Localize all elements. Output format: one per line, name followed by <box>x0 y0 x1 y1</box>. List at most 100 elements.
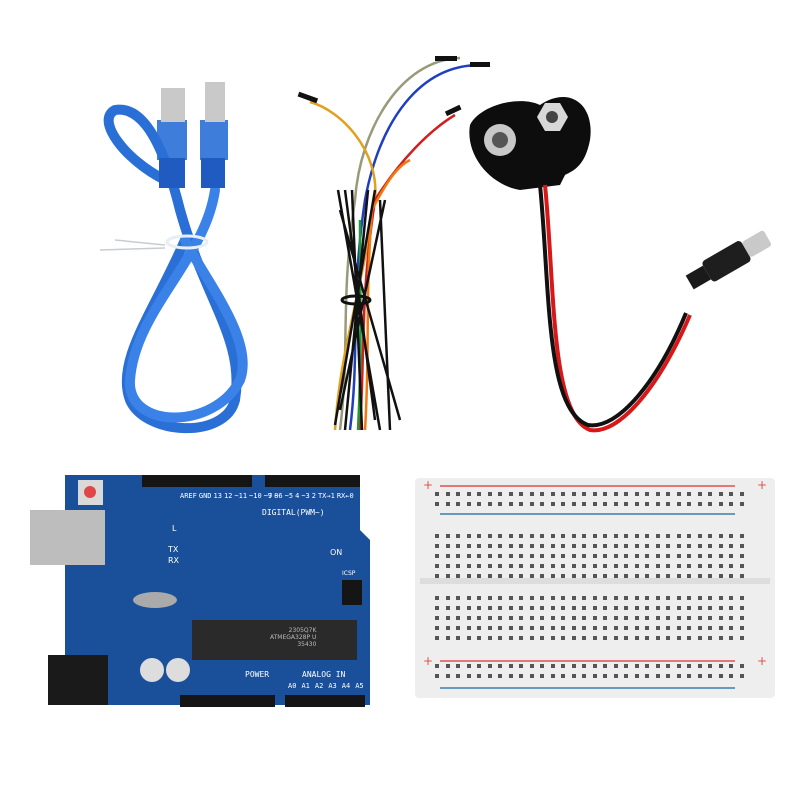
pin-label: ~10 <box>249 492 262 500</box>
led-tx-label: TX <box>168 545 179 554</box>
breadboard-hole <box>729 626 733 630</box>
breadboard-hole <box>634 574 639 578</box>
breadboard-hole <box>561 674 565 678</box>
breadboard-hole <box>697 544 702 548</box>
breadboard-hole <box>477 664 481 668</box>
breadboard-hole <box>666 616 670 620</box>
breadboard-hole <box>519 606 523 610</box>
breadboard-hole <box>655 636 660 640</box>
breadboard-hole <box>697 606 702 610</box>
breadboard-hole <box>624 574 628 578</box>
usb-cable <box>95 80 275 440</box>
breadboard-hole <box>435 492 439 496</box>
power-label: POWER <box>245 670 270 679</box>
breadboard-hole <box>729 502 733 506</box>
breadboard-hole <box>592 596 597 600</box>
breadboard-hole <box>687 574 691 578</box>
chip-text: 2305Q7K ATMEGA328P U 35430 <box>270 627 317 648</box>
breadboard-hole <box>634 564 639 568</box>
breadboard-hole <box>477 626 481 630</box>
jumper-wires-icon <box>297 56 490 431</box>
breadboard-hole <box>487 502 492 506</box>
breadboard-hole <box>645 574 649 578</box>
breadboard-hole <box>708 606 712 610</box>
analog-pin: A3 <box>328 682 337 690</box>
pin-label: 8 <box>274 492 279 500</box>
breadboard-hole <box>508 616 513 620</box>
breadboard-hole <box>603 544 607 548</box>
breadboard-hole <box>519 544 523 548</box>
breadboard-hole <box>687 596 691 600</box>
breadboard-hole <box>708 674 712 678</box>
breadboard-hole <box>508 636 513 640</box>
breadboard-hole <box>634 664 639 668</box>
breadboard-hole <box>529 636 534 640</box>
breadboard-hole <box>624 492 628 496</box>
breadboard-hole <box>645 554 649 558</box>
breadboard-hole <box>487 564 492 568</box>
breadboard-hole <box>445 574 450 578</box>
breadboard-hole <box>729 574 733 578</box>
breadboard-hole <box>456 564 460 568</box>
breadboard-hole <box>697 626 702 630</box>
breadboard-hole <box>477 534 481 538</box>
breadboard-hole <box>676 626 681 630</box>
breadboard-hole <box>676 492 681 496</box>
breadboard-hole <box>603 554 607 558</box>
breadboard-hole <box>729 564 733 568</box>
breadboard-hole <box>624 606 628 610</box>
breadboard-hole <box>456 492 460 496</box>
breadboard-hole <box>529 492 534 496</box>
breadboard-hole <box>477 636 481 640</box>
breadboard-hole <box>529 626 534 630</box>
breadboard-hole <box>487 616 492 620</box>
breadboard-hole <box>645 534 649 538</box>
pin-label: 13 <box>213 492 222 500</box>
breadboard-hole <box>477 502 481 506</box>
breadboard-hole <box>666 674 670 678</box>
breadboard-hole <box>739 534 744 538</box>
breadboard-hole <box>498 554 502 558</box>
breadboard-hole <box>529 606 534 610</box>
digital-label: DIGITAL(PWM~) <box>262 508 325 517</box>
breadboard-hole <box>739 616 744 620</box>
breadboard-hole <box>487 636 492 640</box>
breadboard-hole <box>708 554 712 558</box>
breadboard-hole <box>645 626 649 630</box>
breadboard-hole <box>592 626 597 630</box>
breadboard-hole <box>666 574 670 578</box>
breadboard-hole <box>571 554 576 558</box>
breadboard-hole <box>655 554 660 558</box>
breadboard-hole <box>519 534 523 538</box>
breadboard-hole <box>445 492 450 496</box>
breadboard-hole <box>624 554 628 558</box>
breadboard-hole <box>729 554 733 558</box>
breadboard-hole <box>645 564 649 568</box>
breadboard-hole <box>571 606 576 610</box>
breadboard-hole <box>540 534 544 538</box>
breadboard-hole <box>571 544 576 548</box>
breadboard-hole <box>529 544 534 548</box>
breadboard-hole <box>603 564 607 568</box>
breadboard-hole <box>498 544 502 548</box>
breadboard-hole <box>697 674 702 678</box>
breadboard-hole <box>529 574 534 578</box>
breadboard-hole <box>561 534 565 538</box>
breadboard-hole <box>655 574 660 578</box>
breadboard-hole <box>508 606 513 610</box>
breadboard-hole <box>456 502 460 506</box>
breadboard-hole <box>708 616 712 620</box>
breadboard-hole <box>435 554 439 558</box>
breadboard-hole <box>624 636 628 640</box>
breadboard-hole <box>571 596 576 600</box>
breadboard-hole <box>519 574 523 578</box>
breadboard-hole <box>582 606 586 610</box>
breadboard-hole <box>603 596 607 600</box>
breadboard-hole <box>634 544 639 548</box>
breadboard-hole <box>477 554 481 558</box>
breadboard-hole <box>582 544 586 548</box>
breadboard-hole <box>739 664 744 668</box>
breadboard-hole <box>613 606 618 610</box>
led-rx-label: RX <box>168 556 180 565</box>
breadboard-hole <box>655 596 660 600</box>
